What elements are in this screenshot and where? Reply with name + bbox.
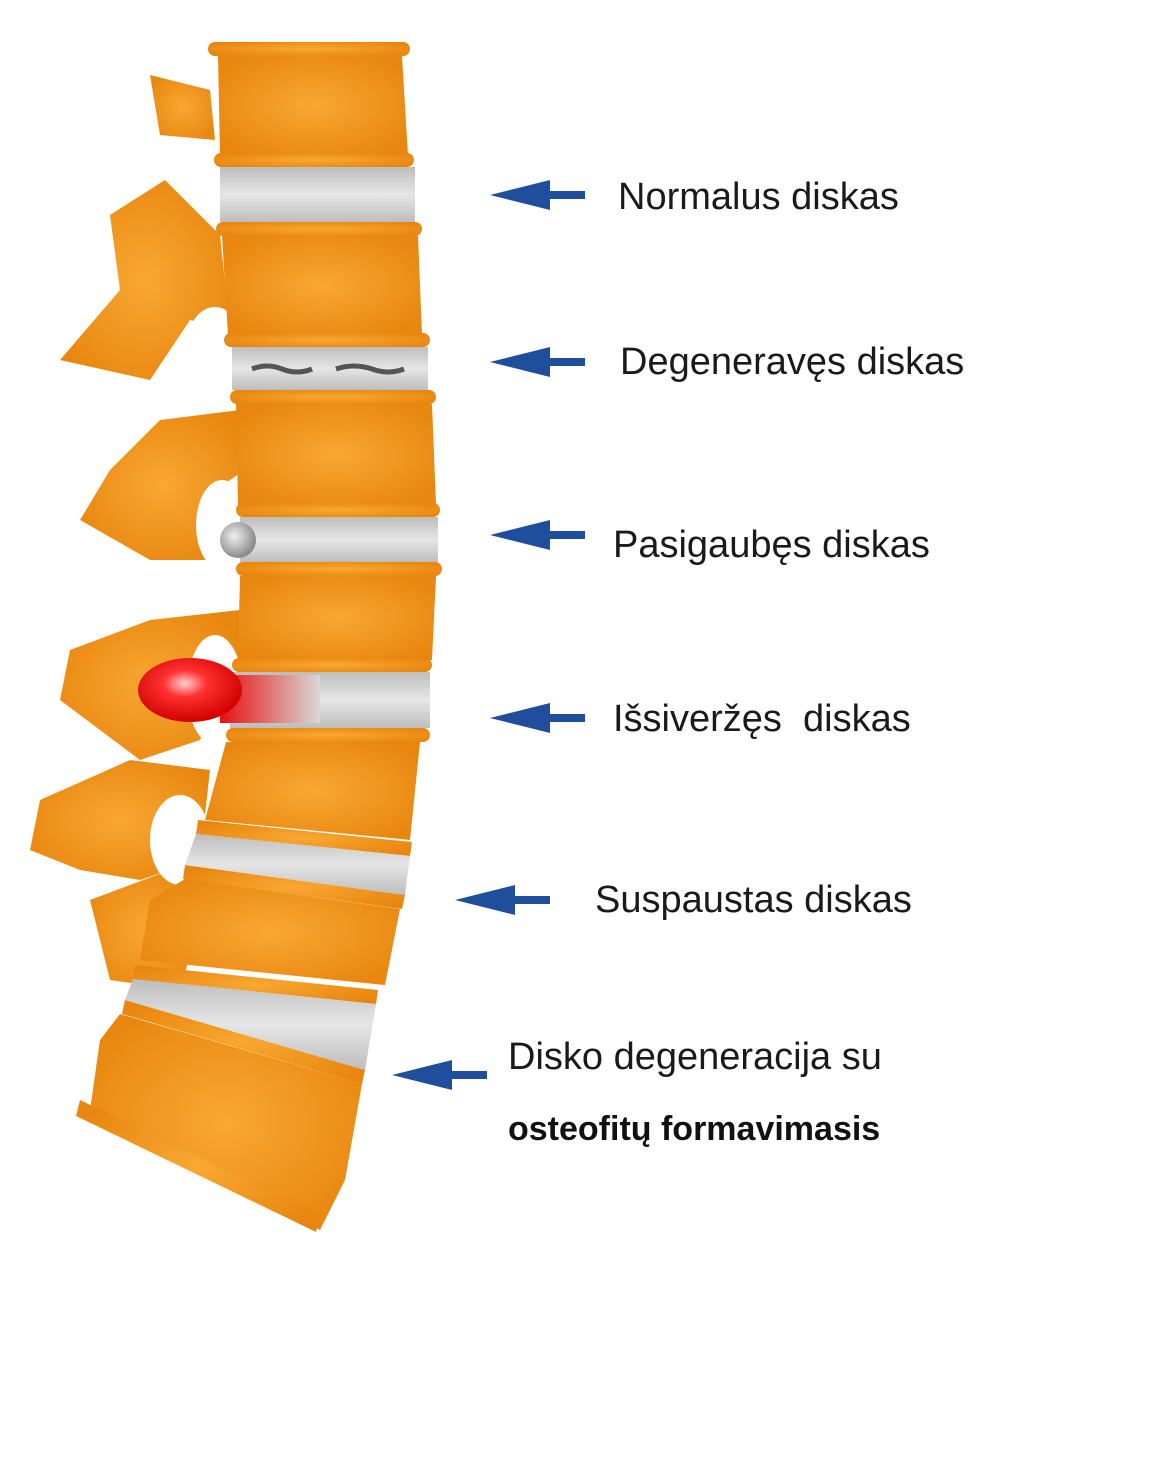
disc-osteophyte bbox=[125, 979, 376, 1070]
disc-bulging bbox=[220, 517, 438, 562]
arrow-left-icon bbox=[455, 885, 550, 915]
label-osteophyte-line1: Disko degeneracija su bbox=[508, 1036, 882, 1078]
arrows bbox=[392, 180, 585, 1090]
arrow-left-icon bbox=[490, 703, 585, 733]
label-normal-disc: Normalus diskas bbox=[618, 176, 899, 218]
disc-degenerated bbox=[232, 347, 428, 390]
label-osteophyte-line2: osteofitų formavimasis bbox=[508, 1110, 880, 1148]
arrow-left-icon bbox=[392, 1060, 487, 1090]
vertebrae bbox=[76, 42, 442, 1232]
arrow-left-icon bbox=[490, 347, 585, 377]
label-herniated-disc: Išsiveržęs diskas bbox=[613, 698, 911, 740]
arrow-left-icon bbox=[490, 180, 585, 210]
label-compressed-disc: Suspaustas diskas bbox=[595, 879, 912, 921]
disc-normal bbox=[220, 167, 415, 222]
arrow-left-icon bbox=[490, 520, 585, 550]
disc-herniated bbox=[138, 658, 430, 728]
label-degenerated-disc: Degeneravęs diskas bbox=[620, 341, 964, 383]
disc-compressed bbox=[185, 834, 410, 895]
label-bulging-disc: Pasigaubęs diskas bbox=[613, 524, 930, 566]
